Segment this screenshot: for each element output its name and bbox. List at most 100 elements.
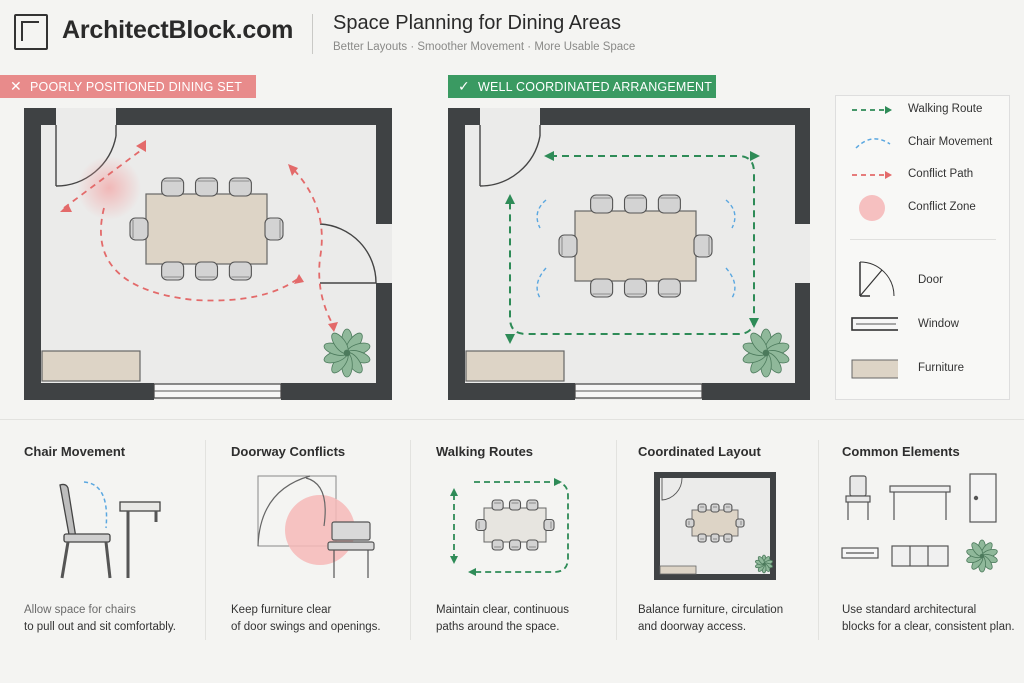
window-bottom — [574, 383, 703, 399]
panel-divider — [205, 440, 206, 640]
panel-text-line1: Allow space for chairs — [24, 604, 136, 616]
legend-window: Window — [918, 318, 959, 330]
panel-text-line2: to pull out and sit comfortably. — [24, 621, 176, 633]
chair — [558, 234, 578, 258]
chair — [710, 533, 720, 543]
chair — [228, 261, 252, 281]
legend-conflict-zone: Conflict Zone — [908, 201, 976, 213]
cross-icon: ✕ — [10, 78, 22, 94]
legend-walking-route: Walking Route — [908, 103, 983, 115]
poor-layout-tag: ✕ POORLY POSITIONED DINING SET — [0, 75, 256, 98]
walking-route — [509, 155, 755, 335]
chair — [693, 234, 713, 258]
chair-arc — [83, 481, 108, 529]
good-layout-label: WELL COORDINATED ARRANGEMENT — [478, 80, 713, 94]
panel-text-doorway-conflicts: Keep furniture clear of door swings and … — [231, 602, 381, 636]
door-icon — [859, 261, 895, 297]
plant-leaves — [323, 328, 371, 378]
chair-icon — [327, 521, 375, 578]
doorway-conflict-illustration — [257, 475, 375, 578]
table-side-icon — [119, 501, 161, 578]
door — [661, 477, 683, 501]
chair — [526, 539, 539, 551]
legend-furniture: Furniture — [918, 362, 965, 374]
legend-divider — [850, 239, 996, 240]
chair — [590, 278, 614, 298]
table-block-icon — [889, 485, 951, 520]
chair — [590, 194, 614, 214]
door-swing — [257, 475, 311, 547]
window-icon — [851, 317, 898, 331]
panel-text-line1: Balance furniture, circulation — [638, 604, 784, 616]
chair — [657, 194, 681, 214]
section-divider — [0, 419, 1024, 420]
poor-floor-plan — [24, 108, 392, 400]
page-title: Space Planning for Dining Areas — [333, 12, 621, 34]
panel-text-common-elements: Use standard architectural blocks for a … — [842, 602, 1015, 636]
legend-door: Door — [918, 274, 943, 286]
panel-text-line2: paths around the space. — [436, 621, 560, 633]
chair — [543, 518, 555, 532]
header-divider — [312, 14, 313, 54]
panel-divider — [818, 440, 819, 640]
sideboard — [465, 350, 565, 382]
conflict-zone — [77, 156, 141, 220]
chair-block-icon — [845, 475, 871, 520]
panel-text-coordinated-layout: Balance furniture, circulation and doorw… — [638, 602, 783, 636]
dining-set — [685, 503, 745, 543]
dining-table — [145, 193, 268, 265]
chair — [129, 217, 149, 241]
walking-routes-illustration — [450, 478, 569, 576]
good-floor-plan — [448, 108, 810, 400]
panel-divider — [410, 440, 411, 640]
chair — [735, 518, 745, 528]
chair — [657, 278, 681, 298]
dining-table — [574, 210, 697, 282]
chair — [491, 499, 504, 511]
panel-text-walking-routes: Maintain clear, continuous paths around … — [436, 602, 569, 636]
legend-chair-movement: Chair Movement — [908, 136, 993, 148]
chair — [697, 503, 707, 513]
chair — [526, 499, 539, 511]
panel-text-chair-movement: Allow space for chairs to pull out and s… — [24, 602, 176, 636]
chair — [697, 533, 707, 543]
chair — [194, 261, 219, 281]
chair — [194, 177, 219, 197]
plant-icon — [754, 554, 774, 574]
chair — [508, 539, 522, 551]
panel-text-line2: of door swings and openings. — [231, 621, 381, 633]
door-top-left — [479, 125, 541, 187]
chair — [710, 503, 720, 513]
chair-movement-icon — [855, 138, 891, 149]
chair — [491, 539, 504, 551]
plant-icon — [323, 328, 371, 378]
chair-movement-arcs — [536, 199, 736, 299]
chair-side-icon — [59, 483, 112, 579]
door-block-icon — [969, 473, 997, 523]
chair — [685, 518, 695, 528]
check-icon: ✓ — [458, 78, 470, 94]
furniture-icon — [851, 359, 898, 379]
panel-title-chair-movement: Chair Movement — [24, 444, 126, 459]
poor-layout-label: POORLY POSITIONED DINING SET — [30, 80, 243, 94]
plant-leaves — [742, 328, 790, 378]
panel-text-line1: Maintain clear, continuous — [436, 604, 569, 616]
chair — [161, 177, 185, 197]
chair — [228, 177, 252, 197]
chair — [723, 533, 733, 543]
page-subtitle: Better Layouts · Smoother Movement · Mor… — [333, 41, 636, 53]
conflict-arrowheads — [60, 140, 338, 332]
chair — [264, 217, 284, 241]
chair — [623, 278, 648, 298]
route-arrowheads — [450, 478, 562, 576]
sideboard — [41, 350, 141, 382]
panel-title-coordinated-layout: Coordinated Layout — [638, 444, 761, 459]
plant-icon — [742, 328, 790, 378]
plant-leaves — [754, 554, 774, 574]
chair — [723, 503, 733, 513]
good-layout-tag: ✓ WELL COORDINATED ARRANGEMENT — [448, 75, 716, 98]
chair — [161, 261, 185, 281]
plant-icon — [966, 539, 998, 573]
conflict-path-icon — [852, 171, 892, 179]
route-arrowheads — [505, 151, 760, 344]
